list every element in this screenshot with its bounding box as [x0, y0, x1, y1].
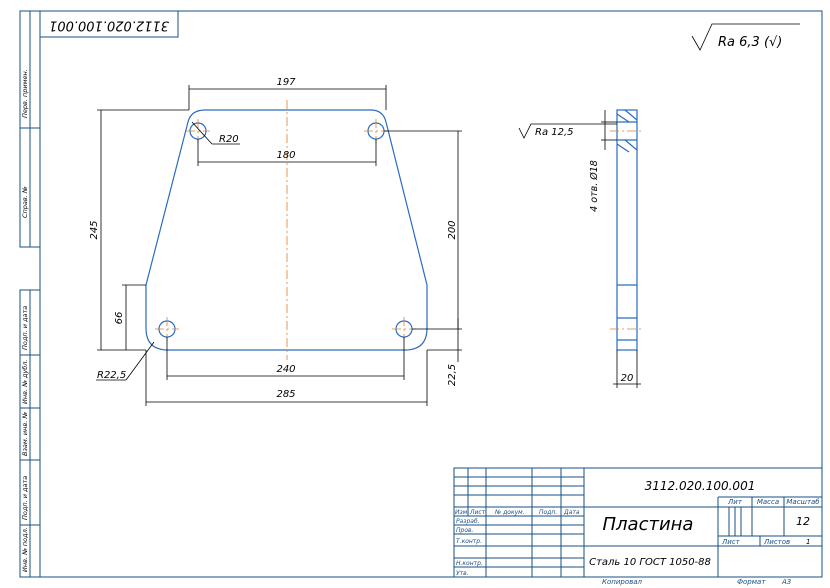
- scale-value: 12: [796, 515, 810, 528]
- dim-height-total: 245: [89, 220, 100, 239]
- lit-label: Лит: [727, 498, 743, 506]
- dim-holes-note: 4 отв. Ø18: [589, 160, 600, 212]
- col-change: Изм: [455, 509, 468, 516]
- dim-top-width: 197: [276, 77, 296, 88]
- mirrored-designation-box: 3112.020.100.001: [39, 10, 179, 38]
- plate-front-view: [145, 100, 428, 360]
- format-label: Формат: [737, 578, 766, 586]
- label-podp-data-2: Подп. и дата: [21, 476, 29, 520]
- label-inv-podl: Инв. № подл.: [21, 527, 29, 572]
- general-roughness: Ra 6,3 (√): [691, 23, 800, 51]
- designation: 3112.020.100.001: [645, 479, 756, 493]
- row-tcontrol: Т.контр.: [456, 538, 482, 545]
- sheet-label: Лист: [721, 538, 741, 546]
- dim-hole-spacing-top: 180: [276, 150, 295, 161]
- sheets-value: 1: [806, 538, 810, 546]
- left-margin-strip: Перв. примен. Справ. № Подп. и дата Инв.…: [19, 10, 41, 578]
- part-name: Пластина: [603, 514, 694, 535]
- mass-label: Масса: [757, 498, 779, 506]
- general-roughness-text: Ra 6,3 (√): [718, 35, 782, 50]
- dimensions-front-view: 197 180 R20 245 66 200 22,5 240: [89, 77, 462, 406]
- dim-radius-bottom: R22,5: [97, 370, 126, 381]
- label-vzam-inv: Взам. инв. №: [21, 412, 29, 456]
- material: Сталь 10 ГОСТ 1050-88: [589, 557, 711, 568]
- col-sheet: Лист: [469, 509, 486, 516]
- title-block: 3112.020.100.001 Пластина Сталь 10 ГОСТ …: [453, 467, 823, 586]
- row-ncontrol: Н.контр.: [456, 560, 483, 567]
- format-value: A3: [781, 578, 791, 586]
- col-doc: № докум.: [494, 509, 525, 516]
- col-sign: Подп.: [539, 509, 557, 516]
- label-sprav: Справ. №: [21, 186, 29, 218]
- col-date: Дата: [563, 509, 580, 516]
- dim-height-holes: 200: [447, 220, 458, 239]
- row-check: Пров.: [456, 527, 474, 534]
- row-dev: Разраб.: [456, 518, 480, 525]
- row-approve: Утв.: [456, 570, 469, 577]
- label-podp-data-1: Подп. и дата: [21, 306, 29, 350]
- dim-height-lower: 66: [114, 312, 125, 325]
- sheets-label: Листов: [763, 538, 790, 546]
- side-roughness-text: Ra 12,5: [535, 127, 574, 138]
- label-perv-primen: Перв. примен.: [21, 69, 29, 118]
- scale-label: Масштаб: [786, 498, 820, 506]
- dim-bottom-width: 285: [276, 389, 295, 400]
- dim-thickness: 20: [621, 373, 634, 384]
- label-inv-dubl: Инв. № дубл.: [21, 360, 29, 404]
- mirrored-designation: 3112.020.100.001: [49, 18, 169, 33]
- dim-radius-top: R20: [219, 134, 239, 145]
- dim-hole-spacing-bottom: 240: [276, 364, 295, 375]
- plate-side-view: 4 отв. Ø18 20 Ra 12,5: [518, 109, 644, 388]
- dim-hole-offset: 22,5: [447, 364, 458, 386]
- copied-label: Копировал: [602, 578, 643, 586]
